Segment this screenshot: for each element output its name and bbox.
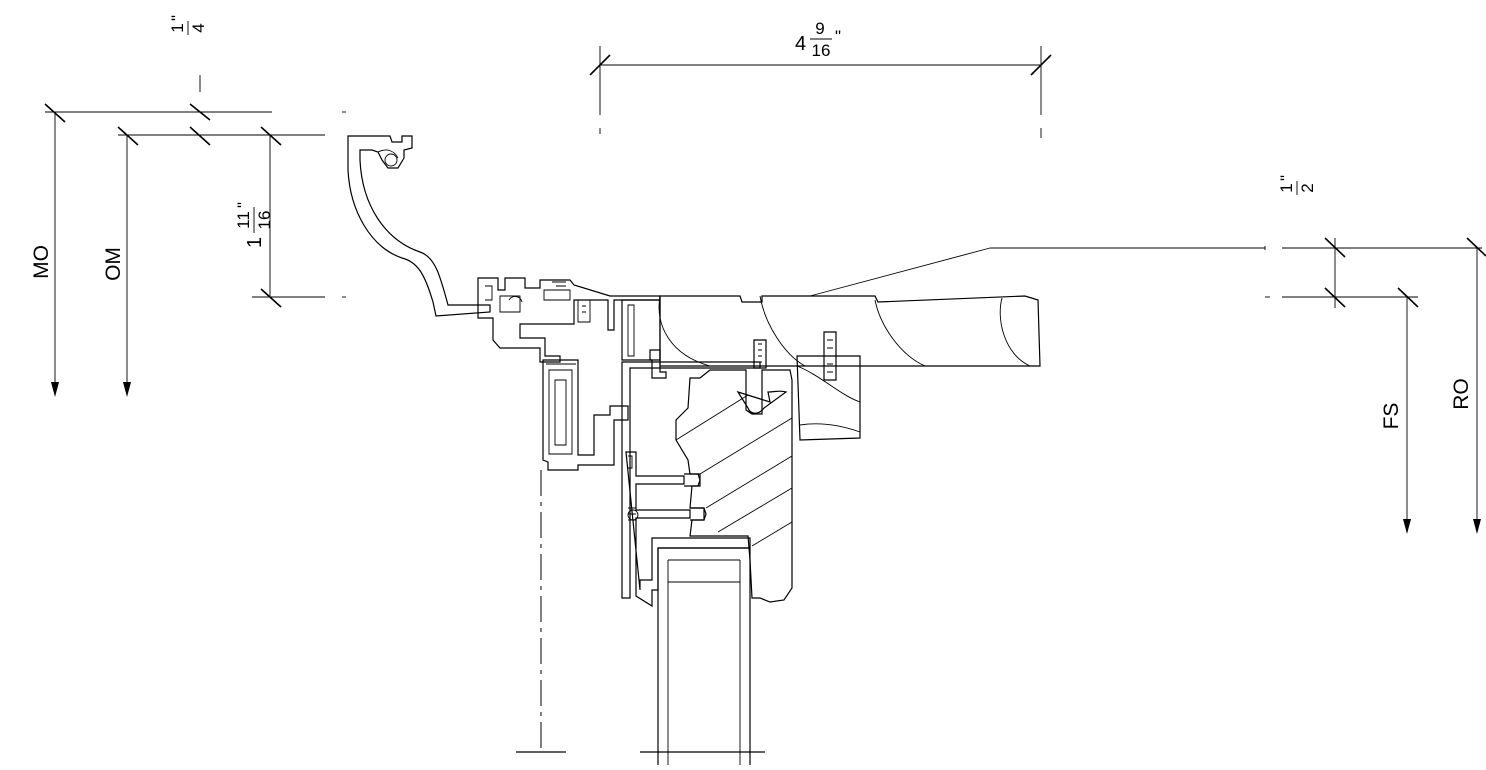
dim-top-whole: 4 (795, 33, 806, 55)
fs-dimension: FS (1380, 297, 1411, 534)
outer-cladding-profile (347, 135, 491, 317)
dim-top-den: 16 (812, 41, 831, 60)
label-mo: MO (30, 245, 53, 279)
dim-left-quarter-num: 1 (168, 23, 187, 32)
dim-top-width: 4 9 16 " (589, 19, 1052, 134)
dim-right-half: 1 2 " (1277, 175, 1317, 195)
dim-right-half-num: 1 (1277, 183, 1296, 192)
dim-left-height-whole: 1 (244, 237, 266, 248)
dim-left-height: 1 11 16 " (234, 135, 274, 297)
sash-subframe-profile (625, 451, 751, 608)
dim-top-num: 9 (815, 19, 824, 38)
label-fs: FS (1380, 403, 1403, 430)
dim-left-height-inch: " (234, 202, 253, 208)
dim-left-quarter-inch: " (168, 15, 187, 21)
dim-top-inch: " (835, 27, 841, 46)
exterior-frame-profile (477, 277, 661, 363)
wood-interior-frame (675, 339, 793, 603)
dim-left-quarter: 1 4 " (168, 15, 208, 35)
dim-left-height-num: 11 (234, 211, 253, 229)
interior-casing (658, 247, 1041, 441)
label-ro: RO (1450, 378, 1473, 410)
mo-dimension: MO (30, 112, 59, 397)
om-dimension: OM (102, 135, 131, 397)
dim-right-half-inch: " (1277, 175, 1296, 181)
dim-left-height-den: 16 (255, 211, 274, 230)
dim-right-half-den: 2 (1298, 183, 1317, 192)
label-om: OM (102, 247, 125, 281)
dim-left-quarter-den: 4 (189, 23, 208, 32)
glass-unit (640, 547, 765, 765)
ro-dimension: RO (1450, 248, 1481, 534)
